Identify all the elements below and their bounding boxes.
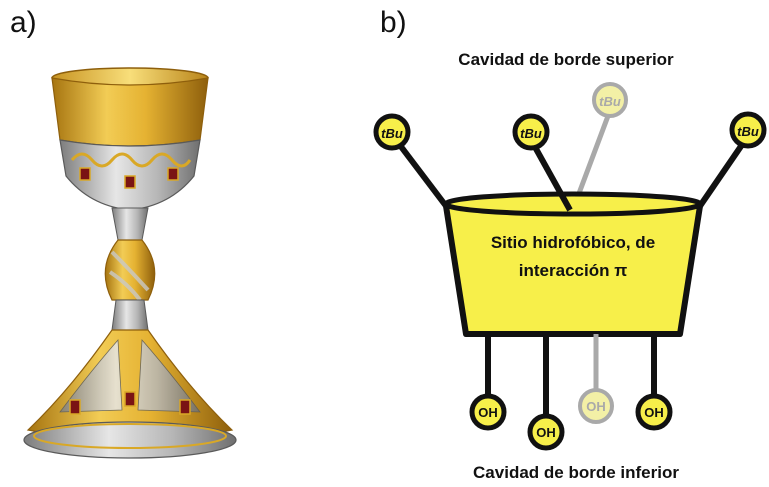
tbu-label: tBu [381, 126, 403, 141]
panel-label-a: a) [10, 6, 37, 39]
chalice-base-ring [23, 421, 237, 459]
oh-label: OH [586, 399, 606, 414]
chalice-gem [69, 399, 81, 415]
tbu-stick-right [697, 134, 751, 208]
chalice-stem-lower [111, 299, 149, 331]
chalice-gem [167, 167, 179, 181]
tbu-badge-faded: tBu [592, 82, 628, 118]
oh-badge-right: OH [635, 393, 673, 431]
chalice-ornate-band [59, 139, 201, 211]
chalice-gem [179, 399, 191, 415]
oh-badge-mid: OH [527, 413, 565, 451]
tbu-stick-left [393, 138, 449, 208]
chalice-illustration [23, 67, 237, 459]
center-text-line2: interacción π [519, 261, 627, 280]
tbu-label: tBu [520, 126, 542, 141]
oh-label: OH [478, 405, 498, 420]
tbu-badge-mid: tBu [512, 113, 550, 151]
chalice-foot-ornament [59, 338, 201, 413]
tbu-badge-left: tBu [373, 113, 411, 151]
bottom-rim-label: Cavidad de borde inferior [473, 463, 679, 482]
tbu-label: tBu [737, 124, 759, 139]
oh-badge-left: OH [469, 393, 507, 431]
chalice-stem-upper [111, 207, 149, 241]
oh-label: OH [536, 425, 556, 440]
calixarene-diagram: Cavidad de borde superior Sitio hidrofób… [373, 50, 767, 482]
center-text-line1: Sitio hidrofóbico, de [491, 233, 655, 252]
tbu-badge-right: tBu [729, 111, 767, 149]
chalice-bowl [51, 77, 209, 147]
chalice-band-swirl [70, 152, 192, 168]
faded-tbu-stick [575, 115, 611, 197]
chalice-base-ring-inner [33, 423, 227, 449]
tbu-stick-mid [527, 136, 573, 212]
bowl-rim [443, 191, 703, 217]
panel-label-b: b) [380, 6, 407, 39]
oh-label: OH [644, 405, 664, 420]
oh-badge-faded: OH [578, 388, 614, 424]
chalice-gem [124, 175, 136, 189]
top-rim-label: Cavidad de borde superior [458, 50, 674, 69]
chalice-knop-twist [108, 250, 150, 302]
chalice-gem [124, 391, 136, 407]
chalice-gem [79, 167, 91, 181]
tbu-label: tBu [599, 94, 621, 109]
